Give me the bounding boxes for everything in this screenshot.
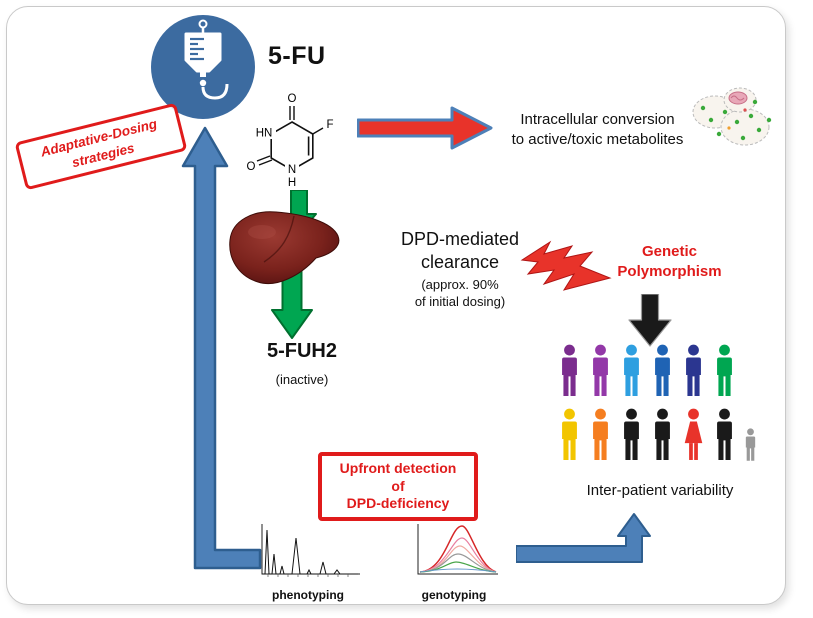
- brain-icon: [728, 91, 748, 105]
- person-icon: [711, 408, 738, 462]
- feedback-arrow-up: [181, 126, 262, 570]
- person-icon: [711, 344, 738, 398]
- person-icon: [649, 344, 676, 398]
- clearance-line-2: clearance: [420, 251, 500, 272]
- person-female-icon: [680, 408, 707, 462]
- clearance-note-2: of initial dosing): [414, 293, 506, 309]
- atom-hn: HN: [256, 128, 273, 140]
- conversion-arrow: [357, 106, 493, 150]
- genotyping-chart: [406, 516, 503, 586]
- phenotyping-chart: [252, 520, 364, 584]
- clearance-note-1: (approx. 90%: [421, 277, 499, 292]
- atom-f: F: [326, 119, 333, 131]
- patient-population: [556, 344, 759, 462]
- phenotyping-axis-ticks: [267, 574, 349, 577]
- person-icon: [587, 408, 614, 462]
- metabolite-note: (inactive): [275, 372, 329, 387]
- person-icon: [618, 408, 645, 462]
- polymorphism-line-2: Polymorphism: [617, 262, 722, 280]
- person-icon: [618, 344, 645, 398]
- polymorphism-line-1: Genetic: [641, 243, 698, 260]
- person-icon: [649, 408, 676, 462]
- conversion-line-2: to active/toxic metabolites: [511, 131, 684, 149]
- clearance-line-1: DPD-mediated: [400, 229, 520, 249]
- person-icon: [587, 344, 614, 398]
- person-icon: [742, 428, 759, 462]
- fluorouracil-structure: O F HN O N H: [247, 93, 334, 189]
- people-row-2: [556, 408, 759, 462]
- polymorphism-text: Genetic Polymorphism: [612, 242, 727, 281]
- detection-line-3: DPD-deficiency: [346, 495, 450, 511]
- person-icon: [680, 344, 707, 398]
- liver-icon: [229, 211, 340, 284]
- conversion-text: Intracellular conversion to active/toxic…: [495, 110, 700, 151]
- conversion-line-1: Intracellular conversion: [520, 111, 675, 128]
- drug-name: 5-FU: [268, 42, 326, 70]
- cells-illustration: [692, 87, 772, 146]
- atom-h: H: [288, 177, 296, 189]
- genotyping-label: genotyping: [421, 588, 487, 602]
- metabolite-name: 5-FUH2: [266, 340, 337, 362]
- person-icon: [556, 344, 583, 398]
- clearance-text: DPD-mediated clearance (approx. 90% of i…: [380, 228, 540, 311]
- people-row-1: [556, 344, 759, 398]
- detection-line-1: Upfront detection: [339, 460, 457, 476]
- detection-line-2: of: [391, 477, 405, 494]
- bag-graduation-ticks: [190, 37, 204, 61]
- atom-o-top: O: [288, 93, 297, 105]
- detection-box: Upfront detection of DPD-deficiency: [318, 452, 478, 521]
- variability-caption: Inter-patient variability: [586, 482, 734, 499]
- cell-dots: [700, 99, 772, 141]
- atom-o-left: O: [247, 161, 256, 173]
- phenotyping-label: phenotyping: [272, 588, 344, 602]
- lightning-bolt-icon: [520, 240, 612, 291]
- polymorphism-to-people-arrow: [628, 294, 672, 347]
- atom-n: N: [288, 164, 296, 176]
- person-icon: [556, 408, 583, 462]
- iv-drip-bag-icon: [151, 15, 255, 119]
- genotyping-to-people-arrow: [516, 513, 651, 563]
